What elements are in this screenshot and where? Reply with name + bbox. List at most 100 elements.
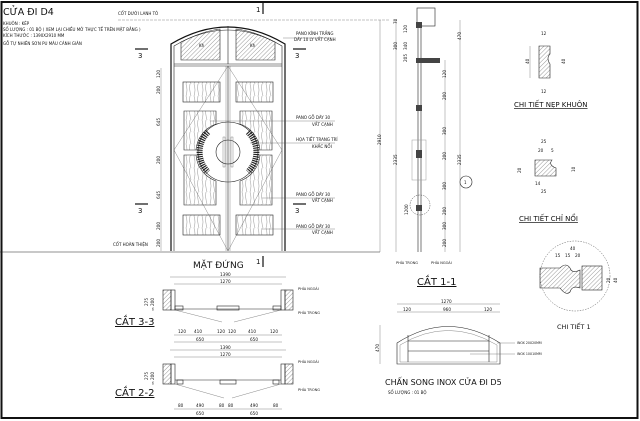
dimension-label: 200 bbox=[442, 207, 447, 215]
section-mark-3-right-top: 3 bbox=[293, 48, 306, 60]
dimension-label: VẤT CẠNH bbox=[312, 198, 333, 203]
dimension-label: 1200 bbox=[404, 204, 409, 215]
dimension-label: 40 bbox=[561, 58, 566, 64]
elevation-title: MẶT ĐỨNG bbox=[193, 259, 244, 271]
dimension-label: HỌA TIẾT TRANG TRÍ bbox=[296, 136, 338, 142]
dimension-label: 275 bbox=[144, 372, 149, 380]
dimension-label: PHÍA TRONG bbox=[298, 387, 320, 392]
dimension-label: 470 bbox=[375, 344, 380, 352]
dimension-label: 645 bbox=[156, 191, 161, 199]
dimension-label: 35 bbox=[151, 381, 155, 385]
dimension-label: 35 bbox=[151, 307, 155, 311]
dimension-label: VẤT CẠNH bbox=[312, 122, 333, 127]
grille-drawing: 1270 120 960 120 470 INOX 20X20MM INOX 1… bbox=[375, 299, 542, 395]
dimension-label: 15 bbox=[565, 253, 571, 258]
dimension-label: 300 bbox=[442, 182, 447, 190]
dimension-label: 490 bbox=[196, 403, 204, 408]
dimension-label: PHÍA NGOÀI bbox=[298, 286, 319, 291]
dimension-label: 25 bbox=[541, 189, 547, 194]
dimension-label: 275 bbox=[144, 298, 149, 306]
wood-panel bbox=[235, 81, 274, 103]
section-1-1-title: CẮT 1-1 bbox=[417, 274, 456, 288]
dimension-label: 200 bbox=[156, 239, 161, 247]
wood-panel bbox=[239, 110, 273, 151]
dimension-label: 120 bbox=[484, 307, 492, 312]
wood-panel bbox=[183, 154, 217, 206]
bottom-level-label: CỐT HOÀN THIỆN bbox=[113, 242, 148, 247]
dimension-label: 80 bbox=[178, 403, 184, 408]
dimension-label: 3 bbox=[295, 207, 299, 215]
detail-nep-khuon: 40 40 12 12 CHI TIẾT NẸP KHUÔN bbox=[514, 31, 588, 109]
dimension-label: 15 bbox=[555, 253, 561, 258]
title-block: CỬA ĐI D4 KHUÔN : KÉP SỐ LƯỢNG : 01 BỘ (… bbox=[3, 6, 141, 46]
dimension-label: 40 bbox=[525, 58, 530, 64]
dimension-label: 3 bbox=[295, 52, 299, 60]
section-mark-3-left-top: 3 bbox=[135, 48, 148, 60]
dimension-label: CHI TIẾT NẸP KHUÔN bbox=[514, 99, 588, 109]
dimension-label: 490 bbox=[250, 403, 258, 408]
dimension-label: KHẮC NỔI bbox=[312, 144, 332, 149]
dimension-label: 1270 bbox=[220, 352, 231, 357]
dimension-label: 1270 bbox=[441, 299, 452, 304]
dimension-label: CHI TIẾT CHỈ NỔI bbox=[519, 213, 578, 223]
dimension-label: 25 bbox=[541, 139, 547, 144]
spec-line: SỐ LƯỢNG : 01 BỘ ( XEM LẠI CHIỀU MỞ THỰC… bbox=[3, 26, 141, 32]
dimension-label: 120 bbox=[228, 329, 236, 334]
annotation-wood-panel: PANO GỖ DÀY 30 VẤT CẠNH bbox=[262, 192, 335, 203]
dimension-label: 20 bbox=[517, 167, 522, 173]
door-title: CỬA ĐI D4 bbox=[3, 6, 54, 18]
section-3-3-title: CẮT 3-3 bbox=[115, 314, 154, 328]
dimension-label: 340 bbox=[403, 42, 408, 50]
transom-glass-right bbox=[235, 28, 276, 61]
dimension-label: 200 bbox=[442, 239, 447, 247]
dimension-label: PHÍA TRONG bbox=[396, 260, 418, 265]
wood-panel bbox=[182, 81, 221, 103]
dimension-label: 1 bbox=[256, 258, 260, 266]
dimension-label: 120 bbox=[403, 307, 411, 312]
transom-glass-left bbox=[180, 28, 221, 61]
spec-line: KÍCH THƯỚC : 1390X2910 MM bbox=[3, 33, 65, 38]
dimension-label: 2335 bbox=[393, 154, 398, 165]
dimension-label: VẤT CẠNH bbox=[312, 230, 333, 235]
spec-line: GỖ TỰ NHIÊN SƠN PU MÀU CÁNH GIÁN bbox=[3, 41, 82, 46]
dimension-label: 650 bbox=[196, 337, 204, 342]
dimension-label: 650 bbox=[250, 411, 258, 416]
dimension-label: 1270 bbox=[220, 279, 231, 284]
dimension-label: 205 bbox=[403, 54, 408, 62]
section-3-3: 1390 1270 120 410 120 120 410 120 650 65… bbox=[115, 272, 320, 343]
dimension-label: 3 bbox=[138, 52, 142, 60]
dimension-label: 5 bbox=[551, 148, 554, 153]
dimension-label: DÀY 10 LY VẤT CẠNH bbox=[294, 37, 336, 42]
section-1-1: 1 2910 2335 1200 300 70 120 340 205 470 … bbox=[377, 7, 473, 288]
detail-1: 40 15 15 20 40 20 CHI TIẾT 1 bbox=[539, 240, 618, 331]
wood-panel bbox=[182, 214, 221, 236]
dimension-label: 960 bbox=[443, 307, 451, 312]
section-2-2-title: CẮT 2-2 bbox=[115, 385, 154, 399]
dimension-label: 12 bbox=[541, 89, 547, 94]
dimension-label: 2910 bbox=[377, 134, 382, 145]
dimension-label: PANO GỖ DÀY 30 bbox=[296, 224, 331, 229]
grille-title: CHẤN SONG INOX CỬA ĐI D5 bbox=[385, 376, 502, 387]
dimension-label: 120 bbox=[270, 329, 278, 334]
dimension-label: 120 bbox=[178, 329, 186, 334]
dimension-label: 120 bbox=[217, 329, 225, 334]
dimension-label: 650 bbox=[250, 337, 258, 342]
dimension-label: 12 bbox=[541, 31, 547, 36]
dimension-label: 200 bbox=[156, 156, 161, 164]
dimension-label: 200 bbox=[156, 222, 161, 230]
dimension-label: 20 bbox=[606, 277, 611, 283]
detail-chi-noi: 25 20 5 20 14 25 10 CHI TIẾT CHỈ NỔI bbox=[517, 139, 578, 223]
dimension-label: 40 bbox=[613, 277, 618, 283]
dimension-label: PANO GỖ DÀY 30 bbox=[296, 192, 331, 197]
section-mark-1-bottom: 1 bbox=[256, 256, 264, 267]
dimension-label: 80 bbox=[228, 403, 234, 408]
section-mark-3-right-bottom: 3 bbox=[293, 203, 306, 215]
wood-panel bbox=[183, 110, 217, 151]
glass-tag: Kh bbox=[250, 43, 256, 48]
dimension-label: 20 bbox=[575, 253, 581, 258]
elevation-view: CỐT DƯỚI LANH TÔ CỐT HOÀN THIỆN Kh Kh bbox=[0, 3, 390, 271]
dimension-label: 200 bbox=[150, 372, 155, 380]
section-2-2: 1390 1270 80 490 80 80 490 80 650 650 27… bbox=[115, 345, 320, 416]
dimension-label: 300 bbox=[393, 42, 398, 50]
dimension-label: 120 bbox=[156, 70, 161, 78]
